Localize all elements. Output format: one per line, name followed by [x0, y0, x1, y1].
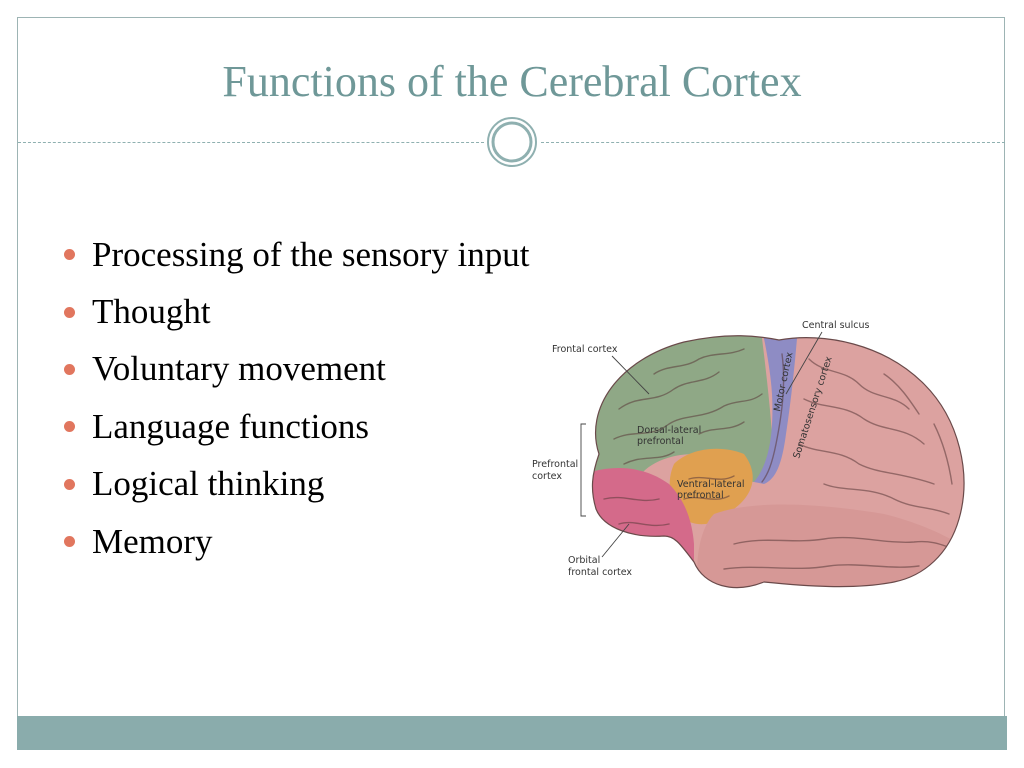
- bullet-text: Processing of the sensory input: [92, 234, 530, 274]
- bullet-text: Thought: [92, 292, 211, 332]
- brain-gyri: [603, 348, 955, 570]
- title-divider-right: [541, 142, 1005, 143]
- label-ventral-lateral-line1: Ventral-lateral: [677, 479, 745, 490]
- bullet-item: Voluntary movement: [64, 341, 529, 398]
- label-ventral-lateral-line2: prefrontal: [677, 490, 724, 501]
- bullet-item: Memory: [64, 513, 529, 570]
- label-orbital-line2: frontal cortex: [568, 567, 632, 578]
- bullet-item: Processing of the sensory input: [64, 226, 529, 283]
- bullet-text: Voluntary movement: [92, 349, 386, 389]
- label-central-sulcus: Central sulcus: [802, 320, 869, 331]
- bullet-dot-icon: [64, 478, 75, 490]
- bullet-item: Language functions: [64, 398, 529, 455]
- bullet-dot-icon: [64, 249, 75, 261]
- bullet-dot-icon: [64, 306, 75, 318]
- label-orbital-line1: Orbital: [568, 555, 600, 566]
- temporal-lobe-region: [697, 504, 964, 588]
- label-prefrontal-line2: cortex: [532, 471, 562, 482]
- circle-ornament-icon: [487, 117, 537, 167]
- bullet-dot-icon: [64, 421, 75, 433]
- footer-bar: [17, 716, 1007, 750]
- brain-outline: [591, 335, 965, 589]
- label-dorsal-lateral-line2: prefrontal: [637, 436, 684, 447]
- bullet-text: Language functions: [92, 406, 369, 446]
- leader-lines: [580, 331, 823, 558]
- bullet-item: Thought: [64, 283, 529, 340]
- bullet-item: Logical thinking: [64, 456, 529, 513]
- label-prefrontal-line1: Prefrontal: [532, 459, 578, 470]
- bullet-dot-icon: [64, 536, 75, 548]
- slide-title: Functions of the Cerebral Cortex: [222, 57, 802, 106]
- bullet-text: Logical thinking: [92, 464, 325, 504]
- brain-diagram: Central sulcus Frontal cortex Motor cort…: [532, 320, 965, 589]
- bullet-list: Processing of the sensory input Thought …: [64, 226, 529, 570]
- bullet-text: Memory: [92, 521, 213, 561]
- motor-cortex-region: [754, 335, 799, 484]
- ventral-lateral-region: [669, 448, 753, 525]
- label-dorsal-lateral-line1: Dorsal-lateral: [637, 425, 701, 436]
- label-frontal-cortex: Frontal cortex: [552, 344, 618, 355]
- title-divider-left: [18, 142, 484, 143]
- bullet-dot-icon: [64, 363, 75, 375]
